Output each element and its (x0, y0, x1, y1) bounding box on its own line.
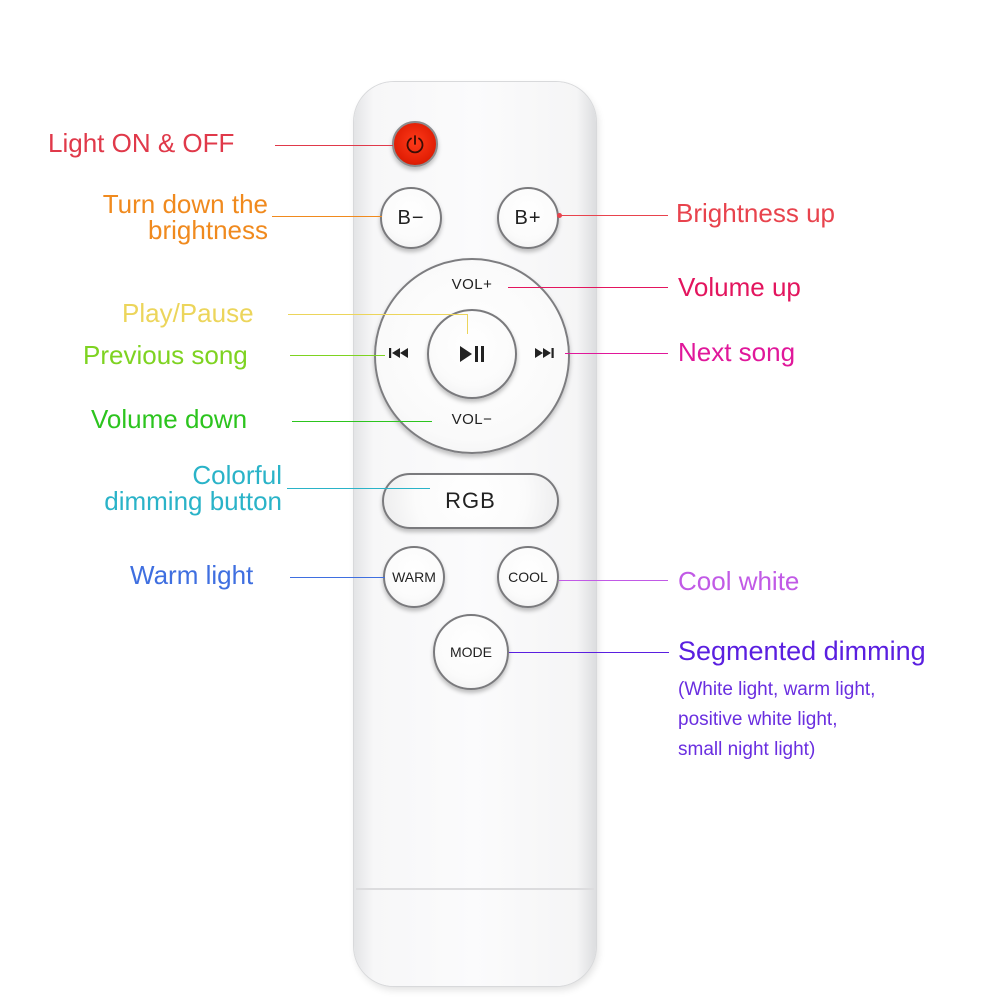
brightness-up-button[interactable]: B+ (497, 187, 559, 249)
cool-button[interactable]: COOL (497, 546, 559, 608)
rgb-annotation-line1: Colorful (192, 460, 282, 490)
next-song-annotation: Next song (678, 337, 796, 367)
volume-down-leader-line (292, 421, 432, 422)
warm-light-leader-line (290, 577, 385, 578)
play-pause-button[interactable] (427, 309, 517, 399)
next-song-leader-line (565, 353, 668, 354)
brightness-down-leader-line (272, 216, 382, 217)
mode-button[interactable]: MODE (433, 614, 509, 690)
volume-up-leader-line (508, 287, 668, 288)
brightness-down-annotation-line2: brightness (148, 215, 268, 245)
remote-bottom-seam (356, 888, 594, 890)
power-icon (406, 135, 424, 154)
volume-up-button[interactable]: VOL+ (451, 276, 493, 293)
cool-white-annotation: Cool white (678, 566, 800, 596)
previous-song-annotation: Previous song (83, 340, 248, 370)
power-leader-line (275, 145, 393, 146)
volume-down-annotation: Volume down (91, 404, 248, 434)
skip-previous-icon (389, 348, 408, 358)
rgb-button[interactable]: RGB (382, 473, 559, 529)
warm-light-annotation: Warm light (130, 560, 254, 590)
play-pause-leader-drop (467, 314, 468, 334)
segmented-dimming-detail-line3: small night light) (678, 739, 816, 760)
brightness-up-leader-dot (557, 213, 562, 218)
next-song-button[interactable] (527, 344, 557, 362)
play-pause-annotation: Play/Pause (122, 298, 254, 328)
cool-white-leader-line (559, 580, 668, 581)
skip-next-icon (535, 348, 554, 358)
power-button[interactable] (392, 121, 438, 167)
power-annotation: Light ON & OFF (48, 128, 235, 158)
brightness-down-button[interactable]: B− (380, 187, 442, 249)
brightness-up-leader-line (559, 215, 668, 216)
brightness-up-annotation: Brightness up (676, 198, 835, 228)
rgb-annotation-line2: dimming button (104, 486, 282, 516)
mode-leader-line (509, 652, 669, 653)
volume-up-annotation: Volume up (678, 272, 801, 302)
rgb-leader-line (287, 488, 430, 489)
segmented-dimming-detail-line1: (White light, warm light, (678, 679, 876, 700)
brightness-down-annotation-line1: Turn down the (102, 189, 268, 219)
volume-down-button[interactable]: VOL− (451, 411, 493, 428)
previous-song-leader-line (290, 355, 385, 356)
segmented-dimming-detail-line2: positive white light, (678, 709, 838, 730)
warm-button[interactable]: WARM (383, 546, 445, 608)
play-pause-leader-line (288, 314, 468, 315)
previous-song-button[interactable] (386, 344, 416, 362)
segmented-dimming-annotation: Segmented dimming (678, 636, 926, 666)
play-pause-icon (460, 346, 484, 362)
